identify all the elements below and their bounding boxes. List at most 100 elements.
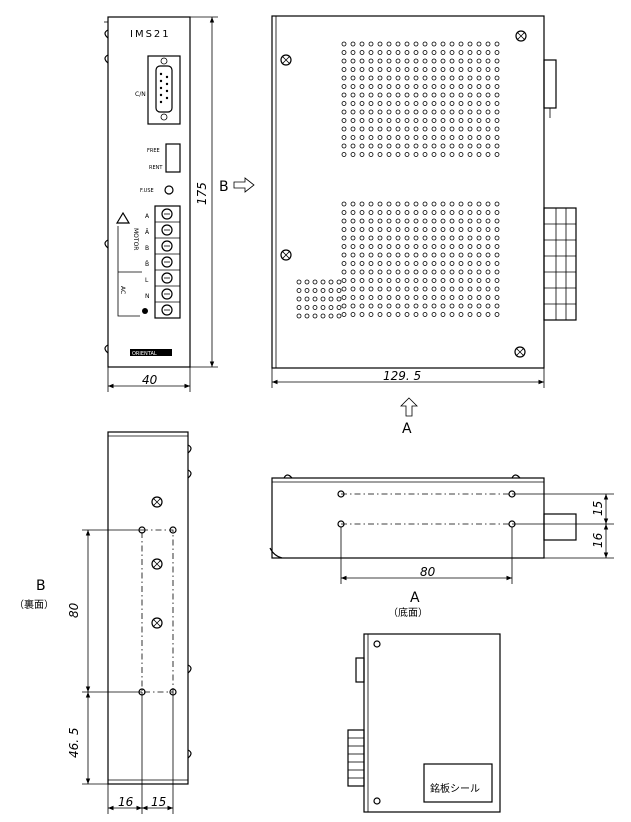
vent-hole xyxy=(377,303,383,309)
vent-hole xyxy=(494,218,500,224)
vent-hole xyxy=(359,261,365,266)
vent-hole xyxy=(377,218,383,224)
vent-hole xyxy=(449,218,455,224)
vent-hole xyxy=(377,58,383,64)
vent-hole xyxy=(449,41,455,47)
vent-hole xyxy=(485,227,491,232)
vent-hole xyxy=(449,50,455,55)
vent-hole xyxy=(458,201,464,207)
vent-hole xyxy=(485,135,491,140)
vent-hole xyxy=(395,41,401,47)
vent-hole xyxy=(413,235,419,241)
vent-hole xyxy=(404,126,410,132)
view-a-label: A xyxy=(410,590,420,606)
vent-hole xyxy=(449,58,455,64)
vent-hole xyxy=(320,296,326,302)
vent-hole xyxy=(449,118,455,123)
vent-hole xyxy=(336,305,342,310)
vent-hole xyxy=(494,252,500,258)
vent-hole xyxy=(312,305,318,310)
vent-hole xyxy=(476,126,482,132)
vent-hole xyxy=(431,50,437,55)
vent-hole xyxy=(413,75,419,81)
vent-hole xyxy=(395,269,401,275)
vent-hole xyxy=(494,269,500,275)
vent-hole xyxy=(449,135,455,140)
vent-hole xyxy=(386,227,392,232)
vent-hole xyxy=(476,101,482,106)
vent-hole xyxy=(422,286,428,292)
vent-hole xyxy=(304,296,310,302)
vent-hole xyxy=(368,312,374,317)
vent-hole xyxy=(350,58,356,64)
vent-hole xyxy=(449,210,455,215)
vent-hole xyxy=(431,244,437,249)
vent-hole xyxy=(449,227,455,232)
dsub-connector xyxy=(147,55,181,125)
back-screw-2 xyxy=(151,558,163,570)
vent-hole xyxy=(440,278,446,283)
brand-logo xyxy=(130,349,172,356)
vent-hole xyxy=(404,135,410,140)
vent-hole xyxy=(341,67,347,72)
vent-hole xyxy=(476,201,482,207)
vent-hole xyxy=(386,278,392,283)
vent-hole xyxy=(440,261,446,266)
vent-hole xyxy=(494,118,500,123)
side-terminal xyxy=(543,207,577,321)
vent-hole xyxy=(359,210,365,215)
vent-hole xyxy=(320,305,326,310)
vent-hole xyxy=(476,109,482,115)
vent-hole xyxy=(413,218,419,224)
vent-hole xyxy=(440,252,446,258)
vent-hole xyxy=(350,303,356,309)
vent-hole xyxy=(440,50,446,55)
nameplate-sticker xyxy=(423,763,493,803)
vent-hole xyxy=(449,286,455,292)
vent-hole xyxy=(377,244,383,249)
vent-hole xyxy=(476,295,482,300)
vent-hole xyxy=(368,201,374,207)
vent-hole xyxy=(476,143,482,149)
vent-hole xyxy=(485,50,491,55)
vent-hole xyxy=(368,286,374,292)
vent-hole xyxy=(422,50,428,55)
vent-hole xyxy=(404,67,410,72)
vent-hole xyxy=(386,143,392,149)
vent-hole xyxy=(458,58,464,64)
vent-hole xyxy=(368,118,374,123)
vent-hole xyxy=(312,288,318,293)
vent-hole xyxy=(350,227,356,232)
vent-hole xyxy=(467,235,473,241)
vent-hole xyxy=(467,312,473,317)
vent-hole xyxy=(341,75,347,81)
vent-hole xyxy=(377,261,383,266)
vent-hole xyxy=(413,303,419,309)
vent-hole xyxy=(449,252,455,258)
vent-hole xyxy=(328,288,334,293)
vent-hole xyxy=(368,244,374,249)
vent-hole xyxy=(458,101,464,106)
vent-hole xyxy=(413,227,419,232)
vent-hole xyxy=(431,67,437,72)
vent-hole xyxy=(359,295,365,300)
vent-hole xyxy=(485,84,491,89)
vent-hole xyxy=(440,126,446,132)
vent-hole xyxy=(431,118,437,123)
dim-depth: 129. 5 xyxy=(383,369,421,383)
vent-hole xyxy=(449,201,455,207)
pin-bbar: B̄ xyxy=(145,261,149,268)
vent-hole xyxy=(359,143,365,149)
vent-hole xyxy=(431,261,437,266)
vent-hole xyxy=(404,109,410,115)
vent-hole xyxy=(350,41,356,47)
nameplate-view: 銘板シール xyxy=(347,633,501,813)
vent-hole xyxy=(386,41,392,47)
vent-hole xyxy=(467,58,473,64)
vent-hole xyxy=(359,152,365,157)
arrow-b-icon xyxy=(233,177,255,193)
vent-hole xyxy=(359,269,365,275)
vent-hole xyxy=(296,313,302,319)
vent-hole xyxy=(449,235,455,241)
vent-hole xyxy=(350,269,356,275)
